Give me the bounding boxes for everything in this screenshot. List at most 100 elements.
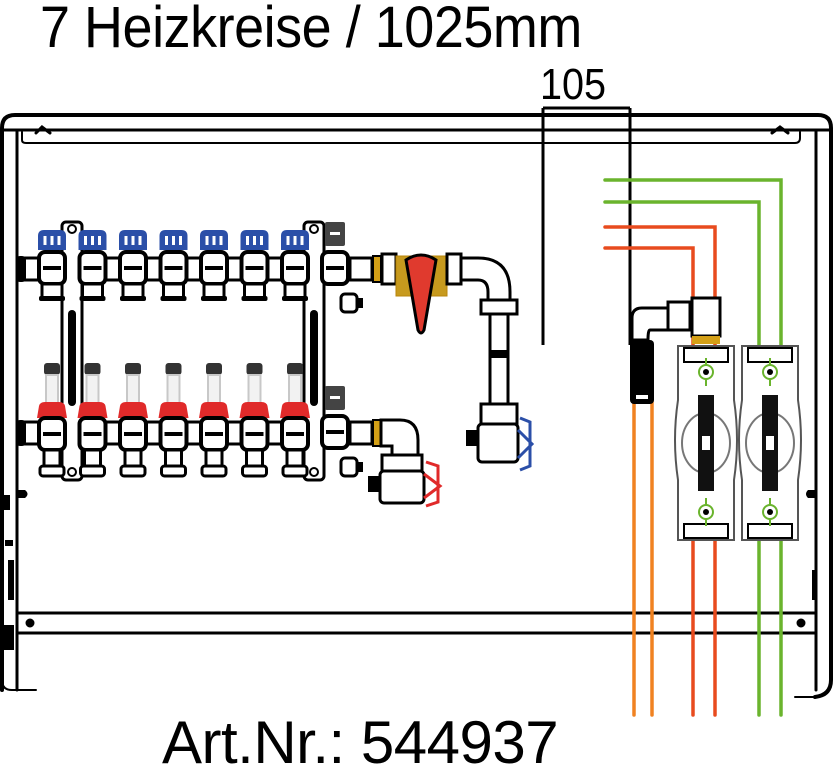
cabinet-left-bottom	[1, 659, 37, 691]
supply-outlet	[162, 282, 185, 300]
valve-cap-red	[118, 402, 148, 418]
flow-meter-glass	[126, 374, 140, 404]
elbow-return	[379, 418, 420, 457]
cap-rib	[50, 236, 54, 245]
return-outlet-nut	[79, 464, 106, 478]
return-outlet-nut	[160, 464, 187, 478]
cap-rib	[205, 236, 209, 245]
return-outlet	[83, 448, 102, 468]
ball-valve-top-nut-red	[380, 453, 424, 473]
return-outlet	[285, 448, 305, 468]
cabinet-right-bottom	[794, 659, 832, 698]
valve-cap-red	[158, 402, 189, 418]
cap-rib	[246, 236, 249, 245]
sensor-nut	[666, 300, 692, 332]
pump-bottom-connector	[747, 523, 793, 539]
flow-meter-cap	[287, 363, 303, 375]
ball-valve-stub-blue	[466, 430, 478, 446]
union-nut-supply	[380, 252, 398, 286]
cap-rib	[300, 236, 304, 245]
sensor-elbow	[630, 306, 670, 342]
ball-valve-body-red	[378, 469, 426, 505]
supply-outlet	[81, 282, 104, 300]
flow-meter-glass	[166, 374, 181, 404]
heating-circuit-6	[239, 230, 270, 478]
left-side-details	[4, 490, 28, 650]
pump-group-mixed	[738, 345, 802, 541]
supply-outlet-nut	[160, 296, 187, 301]
air-vent-detail	[330, 396, 340, 399]
pump-groups	[674, 345, 802, 541]
bracket-right-top-screw	[309, 224, 319, 234]
bracket-left-bottom-screw	[67, 467, 77, 477]
return-outlet	[245, 448, 264, 468]
cap-rib	[57, 236, 61, 245]
return-outlet-nut	[241, 464, 268, 478]
ball-valve-body-blue	[476, 422, 520, 464]
bracket-right-bottom-screw	[309, 467, 319, 477]
supply-outlet-nut	[282, 296, 308, 301]
pipes-layer	[603, 178, 783, 717]
riser-pipe	[488, 312, 510, 406]
cap-rib	[131, 236, 135, 245]
drain-valve-cap	[357, 462, 363, 472]
heating-circuit-4	[158, 230, 189, 478]
ball-valve-center	[703, 509, 709, 515]
brass-ring-supply	[372, 255, 382, 283]
flow-meter-glass	[247, 374, 262, 404]
elbow-supply	[459, 256, 512, 302]
article-number: Art.Nr.: 544937	[162, 709, 559, 776]
heating-circuit-2	[77, 230, 108, 478]
heating-circuit-1	[37, 230, 67, 478]
ball-valve-center	[703, 369, 709, 375]
flow-meter-cap	[84, 363, 101, 375]
supply-outlet-nut	[241, 296, 268, 301]
supply-outlet	[202, 282, 226, 300]
return-outlet-nut	[200, 464, 228, 478]
latch-left-3	[8, 560, 14, 600]
cap-rib	[98, 236, 101, 245]
bracket-left-top-screw	[67, 224, 77, 234]
supply-outlet	[283, 282, 307, 300]
cap-rib	[124, 236, 128, 245]
latch-right-1	[812, 570, 816, 600]
flow-meter-cap	[206, 363, 222, 375]
ball-valve-center	[767, 369, 773, 375]
cap-rib	[43, 236, 47, 245]
return-outlet	[123, 448, 143, 468]
latch-left-1	[4, 495, 10, 510]
flow-meter-glass	[207, 374, 221, 404]
supply-outlet-nut	[201, 296, 227, 301]
cap-rib	[165, 236, 168, 245]
knob-left	[17, 490, 28, 498]
supply-outlet-assembly	[348, 252, 535, 472]
return-outlet	[164, 448, 183, 468]
return-outlet-nut	[119, 464, 147, 478]
ball-valve-top-nut	[479, 402, 519, 426]
return-end-fittings	[320, 386, 363, 478]
pump-bottom-connector	[683, 523, 729, 539]
supply-outlet-nut	[39, 296, 65, 301]
pump-shaft-window	[702, 436, 710, 450]
return-outlet	[204, 448, 224, 468]
bracket-left-slot	[68, 310, 76, 406]
flow-meter-glass	[45, 374, 59, 404]
ball-valve-handle-blue	[516, 416, 535, 472]
heating-circuit-5	[199, 230, 229, 478]
return-outlet-nut	[281, 464, 309, 478]
cap-rib	[91, 236, 94, 245]
supply-outlet-nut	[79, 296, 106, 301]
latch-left-4	[4, 625, 14, 650]
cap-rib	[253, 236, 256, 245]
sensor-probe-tip	[636, 395, 648, 399]
latch-left-2	[5, 540, 13, 546]
flow-meter-cap	[125, 363, 141, 375]
ball-valve-stub-red	[368, 476, 380, 492]
air-vent-detail	[330, 232, 340, 235]
drain-valve-cap	[357, 298, 363, 308]
cap-rib	[212, 236, 216, 245]
valve-cap-red	[37, 402, 67, 418]
heating-circuit-7	[280, 230, 310, 478]
valve-cap-red	[280, 402, 310, 418]
